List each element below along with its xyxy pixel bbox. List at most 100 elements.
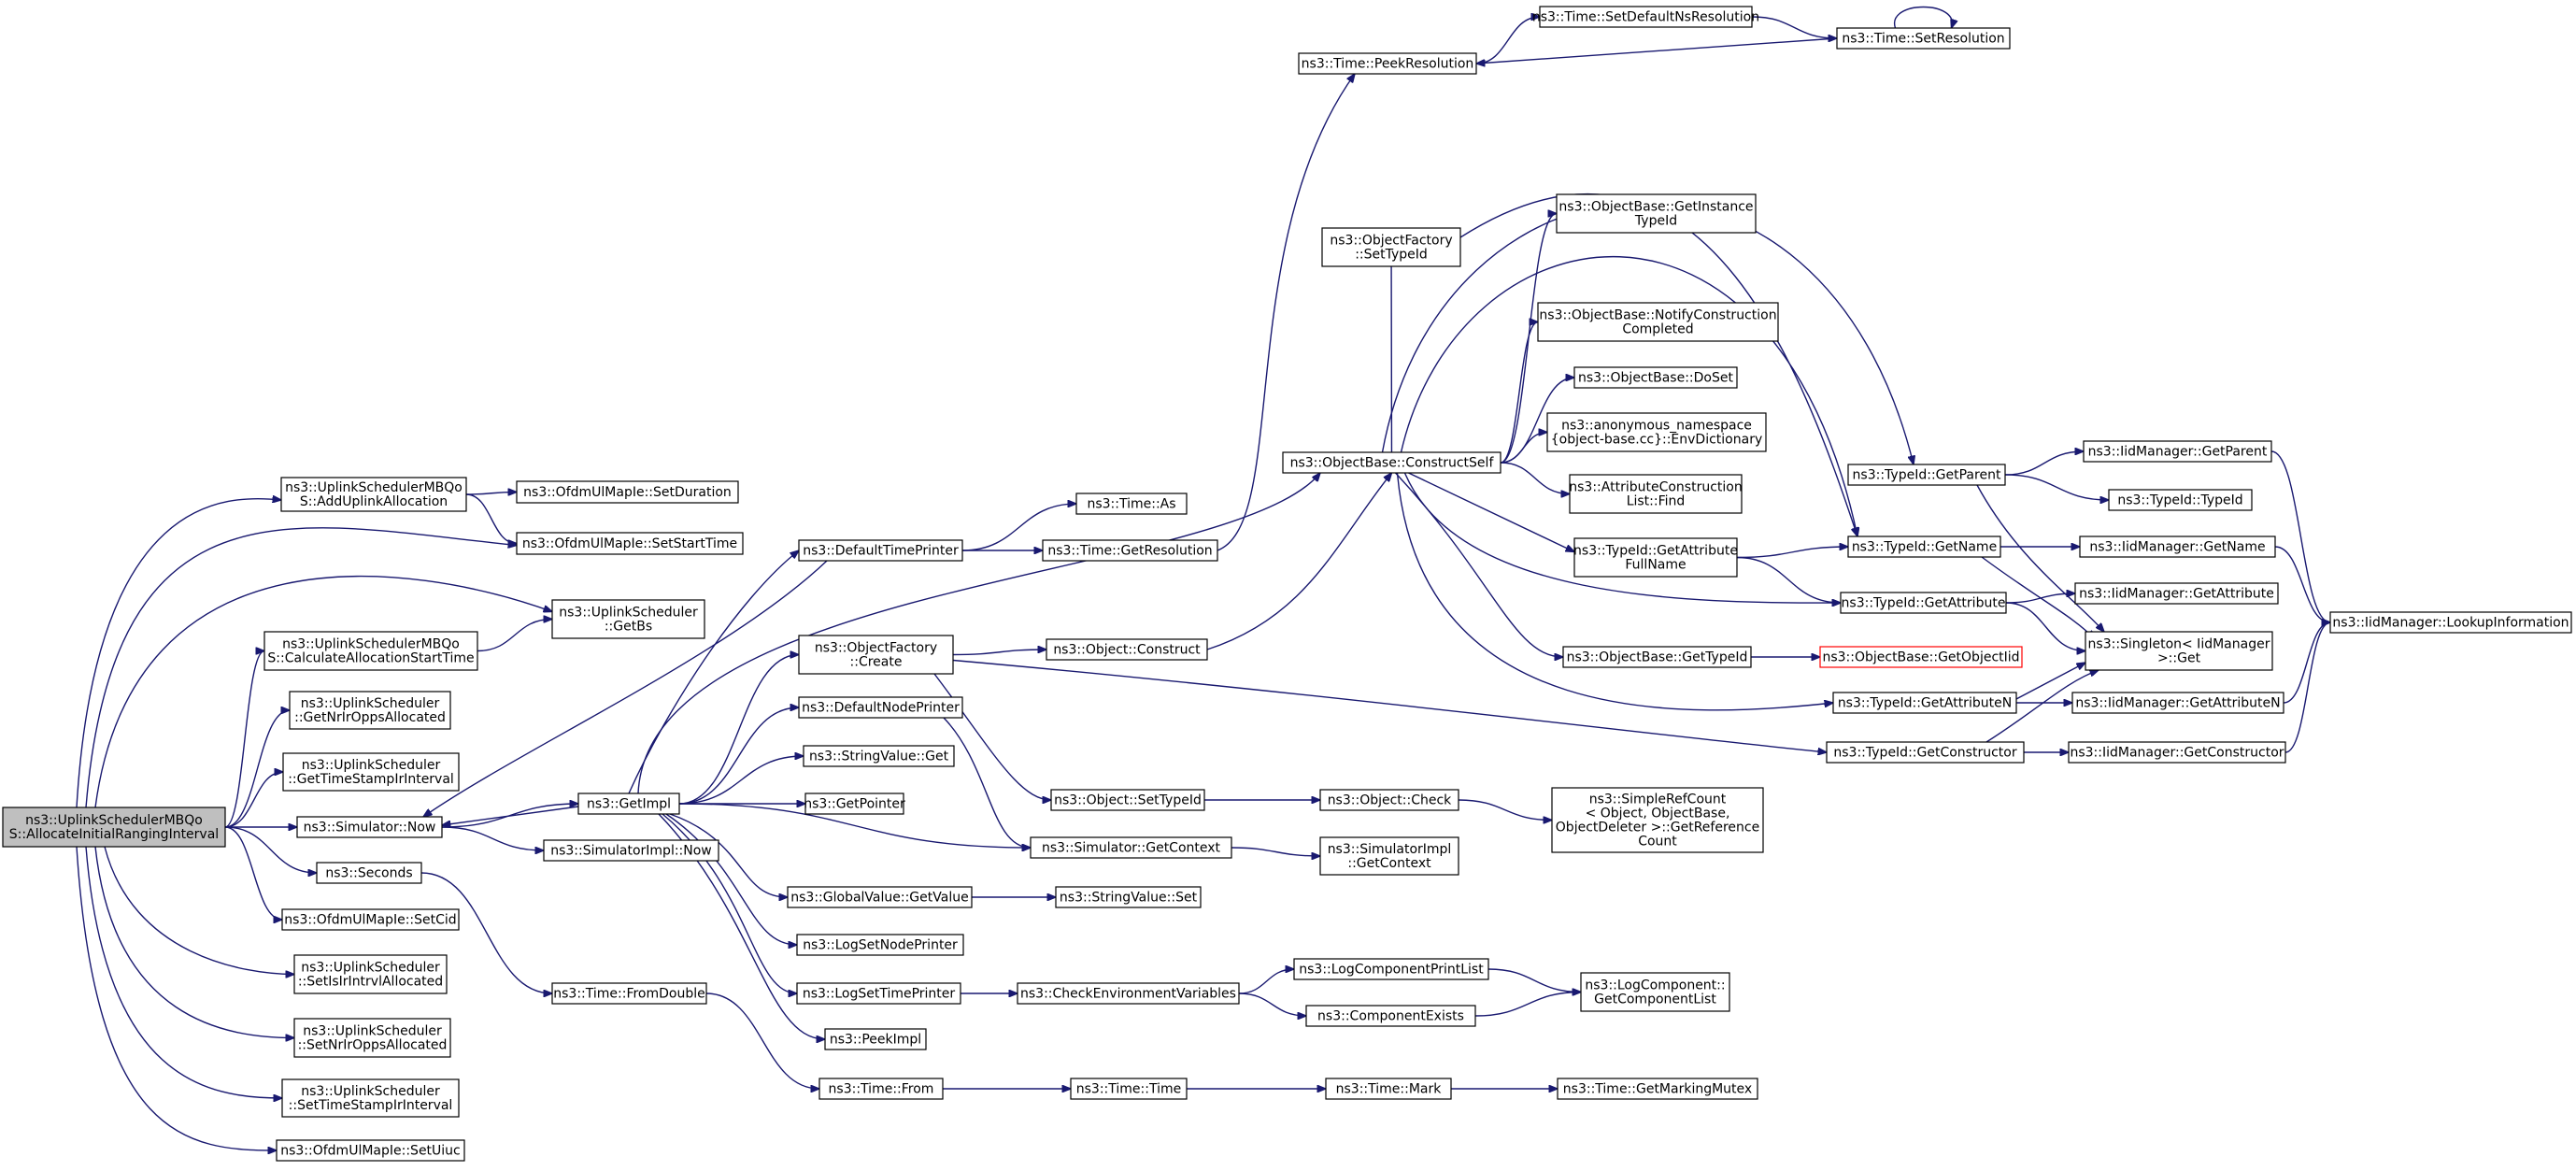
node-tidGetConstructor[interactable]: ns3::TypeId::GetConstructor [1826,741,2025,764]
node-getBs[interactable]: ns3::UplinkScheduler::GetBs [551,599,705,639]
node-box [1070,1078,1188,1100]
node-label: Completed [1622,322,1693,337]
node-fromDouble[interactable]: ns3::Time::FromDouble [551,982,707,1005]
node-getTimeStamp[interactable]: ns3::UplinkScheduler::GetTimeStampIrInte… [282,752,460,792]
node-tidGetParent[interactable]: ns3::TypeId::GetParent [1847,464,2006,486]
edge-root-to-setCid [224,826,282,920]
node-iidGetAttributeN[interactable]: ns3::IidManager::GetAttributeN [2071,692,2284,714]
edge-path [961,504,1076,551]
node-checkEnv[interactable]: ns3::CheckEnvironmentVariables [1017,982,1240,1005]
node-tidGetName[interactable]: ns3::TypeId::GetName [1847,536,2001,558]
node-setUiuc[interactable]: ns3::OfdmUlMapIe::SetUiuc [276,1139,465,1162]
node-setCid[interactable]: ns3::OfdmUlMapIe::SetCid [281,908,460,931]
node-simpleRefCount[interactable]: ns3::SimpleRefCount< Object, ObjectBase,… [1551,787,1764,853]
node-box [1847,536,2001,558]
node-calcAlloc[interactable]: ns3::UplinkSchedulerMBQoS::CalculateAllo… [263,631,478,671]
node-setTimeStamp[interactable]: ns3::UplinkScheduler::SetTimeStampIrInte… [281,1078,460,1118]
node-gvGetValue[interactable]: ns3::GlobalValue::GetValue [787,886,973,908]
node-obGetTypeId[interactable]: ns3::ObjectBase::GetTypeId [1562,646,1752,668]
node-timeSetRes[interactable]: ns3::Time::SetResolution [1836,27,2011,50]
edge-fromDouble-to-timeFrom [705,992,819,1089]
node-tidGetAttributeN[interactable]: ns3::TypeId::GetAttributeN [1832,692,2017,714]
node-timeTime[interactable]: ns3::Time::Time [1070,1078,1188,1100]
node-seconds[interactable]: ns3::Seconds [316,862,422,884]
node-box [1319,836,1459,876]
node-logSetTime[interactable]: ns3::LogSetTimePrinter [796,982,961,1005]
node-tidGetAttribute[interactable]: ns3::TypeId::GetAttribute [1840,592,2007,614]
node-defTimePrinter[interactable]: ns3::DefaultTimePrinter [798,539,963,562]
node-compExists[interactable]: ns3::ComponentExists [1305,1005,1476,1027]
edge-getImpl-to-obConstructSelf [637,473,1320,794]
node-timeGetRes[interactable]: ns3::Time::GetResolution [1042,539,1218,562]
edge-path [1976,484,2104,632]
node-logCompPrintList[interactable]: ns3::LogComponentPrintList [1293,958,1489,980]
node-strValSet[interactable]: ns3::StringValue::Set [1055,886,1202,908]
node-timePeekRes[interactable]: ns3::Time::PeekResolution [1298,52,1477,75]
node-anonEnvDict[interactable]: ns3::anonymous_namespace{object-base.cc}… [1546,412,1767,452]
node-label: ns3::ComponentExists [1317,1009,1464,1024]
node-logCompGetList[interactable]: ns3::LogComponent::GetComponentList [1580,972,1730,1012]
node-timeFrom[interactable]: ns3::Time::From [818,1078,944,1100]
node-setStartTime[interactable]: ns3::OfdmUlMapIe::SetStartTime [516,532,744,555]
node-label: ns3::Seconds [325,866,412,881]
node-logSetNode[interactable]: ns3::LogSetNodePrinter [796,934,964,956]
node-defNodePrinter[interactable]: ns3::DefaultNodePrinter [798,696,963,719]
node-label: List::Find [1627,494,1686,509]
node-strValGet[interactable]: ns3::StringValue::Get [803,745,955,767]
node-objFactCreate[interactable]: ns3::ObjectFactory::Create [798,635,954,675]
node-iidGetConstructor[interactable]: ns3::IidManager::GetConstructor [2068,741,2286,764]
node-getImpl[interactable]: ns3::GetImpl [577,793,680,815]
edge-timePeekRes-to-setDefNsRes [1475,17,1540,64]
edge-checkEnv-to-logCompPrintList [1238,969,1294,994]
edge-path [1458,799,1552,821]
node-box [551,599,705,639]
node-objConstruct[interactable]: ns3::Object::Construct [1046,638,1208,661]
edge-tidGetParent-to-tidTypeId [2004,474,2109,500]
node-box [1840,592,2007,614]
node-label: ns3::Simulator::GetContext [1042,841,1221,856]
node-iidGetAttribute[interactable]: ns3::IidManager::GetAttribute [2074,582,2279,605]
node-iidGetName[interactable]: ns3::IidManager::GetName [2079,536,2276,558]
node-box [1319,789,1459,811]
node-simGetContext[interactable]: ns3::Simulator::GetContext [1030,836,1232,859]
node-iidLookup[interactable]: ns3::IidManager::LookupInformation [2329,611,2572,634]
node-simNow[interactable]: ns3::Simulator::Now [296,816,443,838]
edge-compExists-to-logCompGetList [1474,992,1581,1017]
node-objCheck[interactable]: ns3::Object::Check [1319,789,1459,811]
node-tidTypeId[interactable]: ns3::TypeId::TypeId [2108,489,2253,511]
node-getNrIr[interactable]: ns3::UplinkScheduler::GetNrIrOppsAllocat… [289,691,451,730]
node-iidGetParent[interactable]: ns3::IidManager::GetParent [2083,440,2272,463]
node-obDoSet[interactable]: ns3::ObjectBase::DoSet [1573,366,1738,389]
edge-path [2005,593,2075,604]
node-obGetObjectIid[interactable]: ns3::ObjectBase::GetObjectIid [1819,646,2023,668]
node-timeGetMarking[interactable]: ns3::Time::GetMarkingMutex [1557,1078,1758,1100]
node-setIsIr[interactable]: ns3::UplinkScheduler::SetIsIrIntrvlAlloc… [293,954,448,994]
node-setNrIr[interactable]: ns3::UplinkScheduler::SetNrIrOppsAllocat… [293,1018,451,1058]
node-getPointer[interactable]: ns3::GetPointer [804,793,905,815]
edge-timeGetRes-to-timePeekRes [1217,74,1355,551]
node-setDuration[interactable]: ns3::OfdmUlMapIe::SetDuration [516,480,739,504]
edge-simGetContext-to-simImplGetContext [1231,847,1320,856]
node-setDefNsRes[interactable]: ns3::Time::SetDefaultNsResolution [1532,6,1759,28]
node-label: ns3::LogComponent:: [1585,978,1725,993]
node-root[interactable]: ns3::UplinkSchedulerMBQoS::AllocateIniti… [2,807,226,848]
node-timeAs[interactable]: ns3::Time::As [1075,493,1188,515]
node-addUplink[interactable]: ns3::UplinkSchedulerMBQoS::AddUplinkAllo… [280,477,467,512]
node-simImplNow[interactable]: ns3::SimulatorImpl::Now [543,839,719,862]
node-objFactSetTypeId[interactable]: ns3::ObjectFactory::SetTypeId [1321,227,1461,267]
edges-layer [76,6,2330,1151]
edge-objConstruct-to-obConstructSelf [1206,473,1392,650]
node-singletonGet[interactable]: ns3::Singleton< IidManager >::Get [2085,631,2273,671]
node-objSetTypeId[interactable]: ns3::Object::SetTypeId [1050,789,1205,811]
node-obConstructSelf[interactable]: ns3::ObjectBase::ConstructSelf [1282,451,1501,474]
node-box [276,1139,465,1162]
edge-obConstructSelf-to-anonEnvDict [1500,433,1547,464]
node-label: ns3::TypeId::TypeId [2117,493,2242,508]
node-obNotify[interactable]: ns3::ObjectBase::NotifyConstructionCompl… [1537,302,1779,342]
node-timeMark[interactable]: ns3::Time::Mark [1325,1078,1452,1100]
node-simImplGetContext[interactable]: ns3::SimulatorImpl::GetContext [1319,836,1459,876]
node-peekImpl[interactable]: ns3::PeekImpl [824,1028,927,1050]
